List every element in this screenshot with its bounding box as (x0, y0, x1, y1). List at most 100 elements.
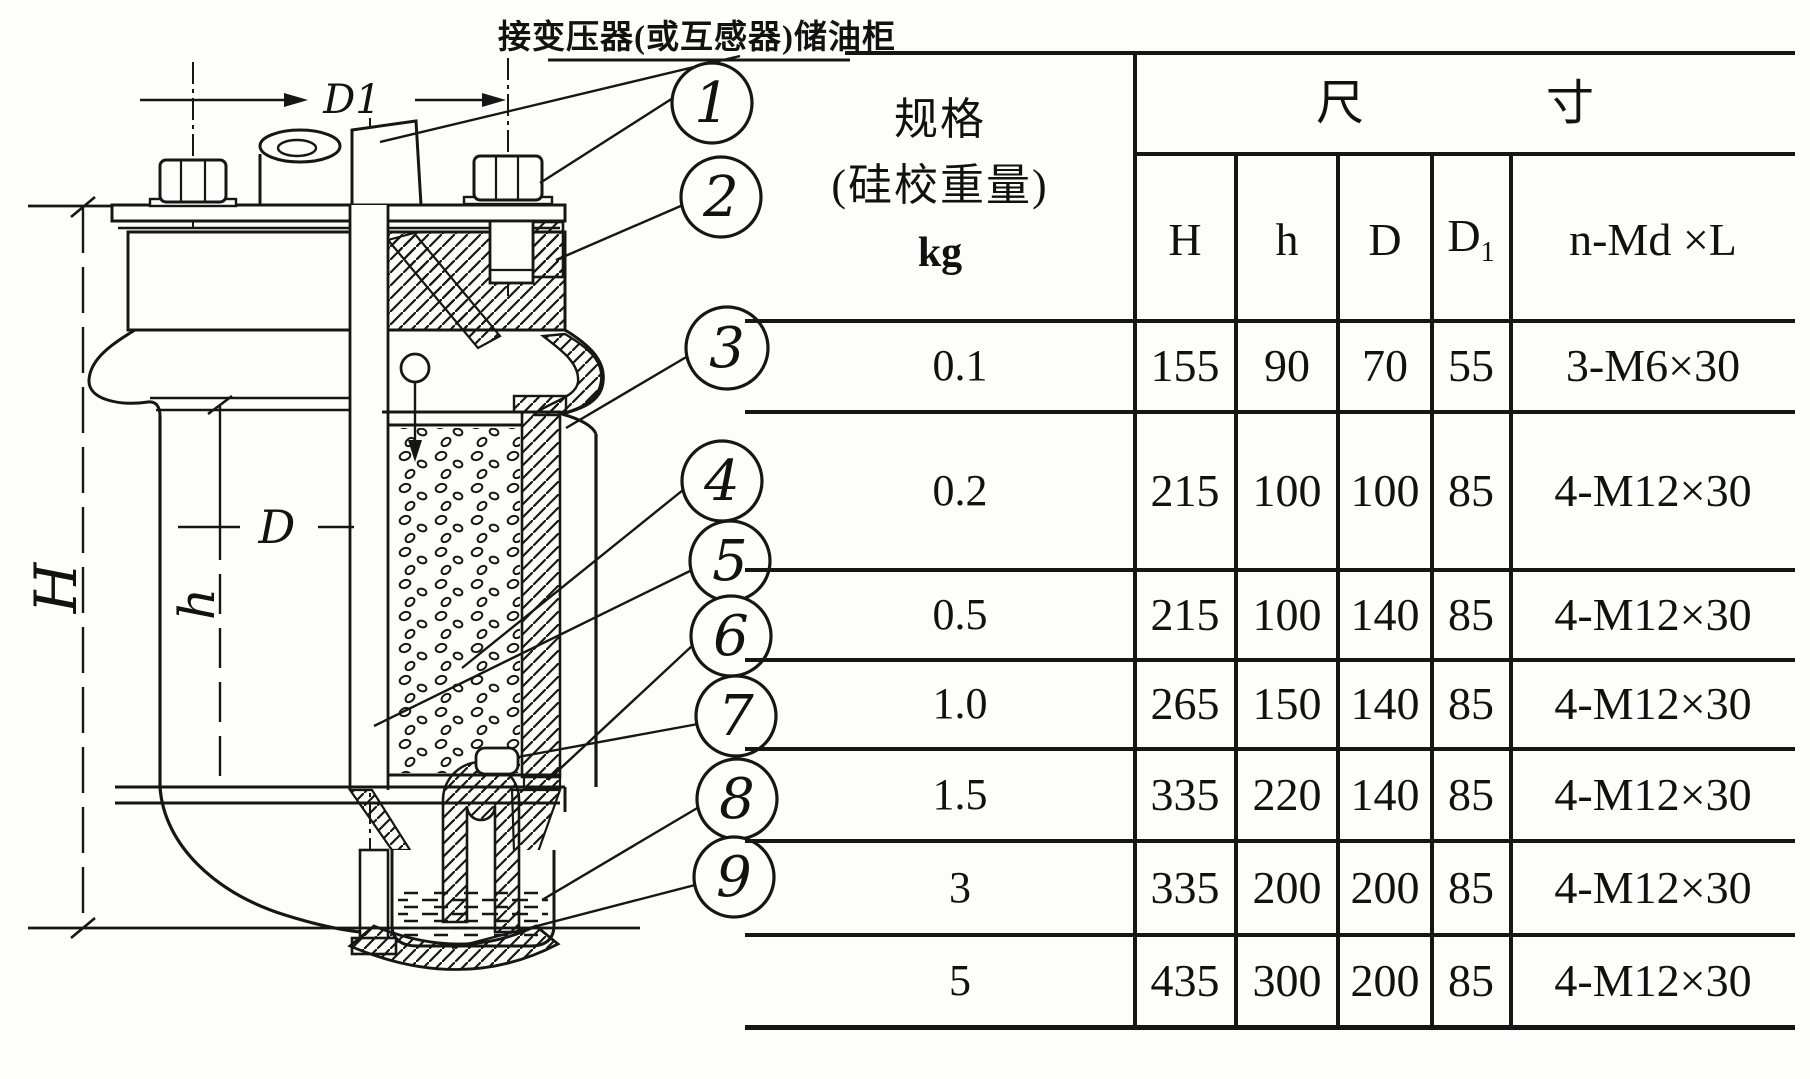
callout-3: 3 (684, 305, 770, 391)
table-cell: 1.0 (932, 679, 988, 728)
callout-2: 2 (679, 155, 763, 239)
callout-number: 7 (718, 684, 754, 749)
annotation-text: 接变压器(或互感器)储油柜 (498, 18, 896, 56)
callout-7: 7 (694, 674, 778, 758)
col-header-D1-main: D (1447, 209, 1481, 261)
table-cell: 3-M6×30 (1565, 340, 1741, 391)
table-cell: 70 (1362, 340, 1408, 391)
table-cell: 85 (1448, 862, 1494, 913)
dimension-d1: D1 (140, 77, 506, 123)
flange-assembly (110, 154, 567, 332)
table-cell: 4-M12×30 (1554, 465, 1752, 516)
table-rule (745, 1025, 1795, 1030)
table-rule (745, 568, 1795, 572)
col-header-h: h (1275, 214, 1299, 265)
pipe-annotation: 接变压器(或互感器)储油柜 (379, 18, 896, 144)
spec-header-line2: (硅校重量) (831, 161, 1049, 210)
table-cell: 200 (1350, 955, 1420, 1006)
cylinder-body (150, 396, 598, 787)
col-header-D1: D1 (1447, 209, 1494, 267)
arrowhead-icon (482, 93, 506, 107)
table-cell: 85 (1448, 955, 1494, 1006)
table-cell: 200 (1252, 862, 1322, 913)
table-rule (745, 839, 1795, 843)
breather-sectional-drawing: D1 (22, 18, 896, 971)
table-cell: 4-M12×30 (1554, 678, 1752, 729)
table-cell: 85 (1448, 678, 1494, 729)
table-rule (1133, 51, 1137, 1030)
table-cell: 85 (1448, 589, 1494, 640)
table-cell: 140 (1350, 769, 1420, 820)
table-cell: 5 (949, 956, 971, 1005)
vent-and-airflow (399, 352, 431, 462)
callout-8: 8 (695, 757, 779, 841)
callout-number: 6 (713, 604, 749, 669)
silica-gel-canister (382, 394, 568, 790)
dimension-H: H (22, 196, 640, 939)
table-rule (745, 747, 1795, 751)
table-cell: 55 (1448, 340, 1494, 391)
table-cell: 335 (1150, 769, 1220, 820)
table-cell: 265 (1150, 678, 1220, 729)
table-cell: 435 (1150, 955, 1220, 1006)
table-cell: 3 (949, 863, 971, 912)
table-cell: 4-M12×30 (1554, 769, 1752, 820)
table-rule (745, 410, 1795, 414)
silica-gel-dots (392, 428, 520, 773)
callout-5: 5 (688, 519, 772, 603)
table-cell: 220 (1252, 769, 1322, 820)
table-cell: 100 (1252, 589, 1322, 640)
table-rule (745, 933, 1795, 937)
callout-number: 2 (702, 165, 739, 230)
table-cell: 4-M12×30 (1554, 955, 1752, 1006)
table-cell: 4-M12×30 (1554, 862, 1752, 913)
table-cell: 335 (1150, 862, 1220, 913)
callout-9: 9 (692, 835, 776, 919)
dim-label-H: H (22, 561, 90, 614)
spec-header-line1: 规格 (894, 95, 986, 144)
callout-balloons: 1 2 3 4 5 6 7 (670, 61, 779, 919)
size-header-char1: 尺 (1315, 77, 1365, 130)
dome-section (87, 231, 605, 435)
table-cell: 1.5 (932, 770, 988, 819)
table-rule (845, 51, 1795, 55)
callout-number: 8 (719, 767, 755, 832)
col-header-H: H (1168, 214, 1202, 265)
callout-leaders (373, 96, 700, 950)
table-cell: 0.1 (932, 341, 988, 390)
dim-label-D: D (258, 500, 296, 554)
table-cell: 150 (1252, 678, 1322, 729)
table-cell: 215 (1150, 589, 1220, 640)
callout-number: 4 (703, 449, 740, 514)
table-rule (745, 658, 1795, 662)
table-rule (1430, 152, 1434, 1030)
col-header-bolt: n-Md ×L (1569, 214, 1737, 265)
dim-label-d1: D1 (322, 77, 381, 123)
callout-number: 3 (709, 316, 745, 381)
table-cell: 140 (1350, 589, 1420, 640)
siphon-cap-nut (474, 746, 520, 776)
table-rule (1234, 152, 1238, 1030)
callout-1: 1 (670, 61, 754, 145)
callout-number: 9 (716, 845, 752, 910)
table-cell: 90 (1264, 340, 1310, 391)
callout-number: 5 (712, 529, 748, 594)
dimension-D: D (178, 500, 354, 554)
spec-header-unit: kg (917, 230, 963, 276)
callout-6: 6 (689, 594, 773, 678)
table-cell: 85 (1448, 769, 1494, 820)
bolt-left (148, 158, 238, 208)
table-cell: 200 (1350, 862, 1420, 913)
table-rule (745, 319, 1795, 323)
table-cell: 0.2 (932, 466, 988, 515)
table-cell: 100 (1350, 465, 1420, 516)
table-cell: 85 (1448, 465, 1494, 516)
table-rule (1509, 152, 1513, 1030)
oil-cup-assembly (158, 746, 562, 971)
top-pipe (258, 119, 423, 207)
table-cell: 140 (1350, 678, 1420, 729)
table-cell: 300 (1252, 955, 1322, 1006)
callout-4: 4 (680, 439, 764, 523)
siphon-pipe (441, 760, 521, 934)
